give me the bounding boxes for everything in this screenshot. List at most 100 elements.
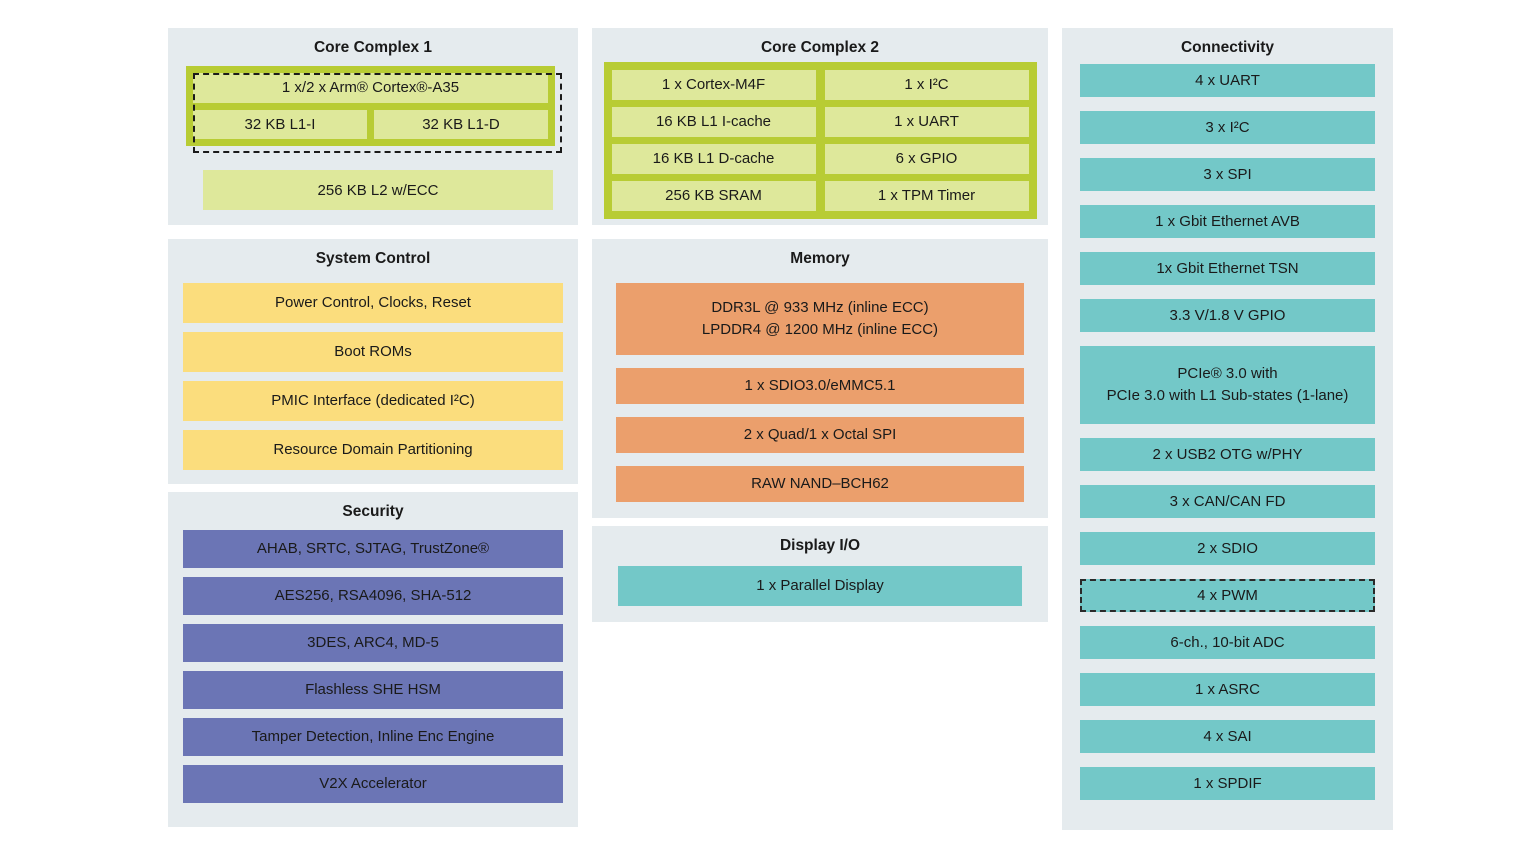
memory-bar: 1 x SDIO3.0/eMMC5.1: [616, 368, 1024, 404]
system-control-bar: Power Control, Clocks, Reset: [183, 283, 563, 323]
connectivity-bar: 1 x ASRC: [1080, 673, 1375, 706]
cpu-cell: 1 x/2 x Arm® Cortex®-A35: [193, 73, 548, 103]
display-io-title: Display I/O: [779, 537, 861, 554]
a35-core-cluster: 1 x/2 x Arm® Cortex®-A35 32 KB L1-I 32 K…: [186, 66, 562, 154]
bar-label: 1 x Cortex-M4F: [661, 76, 766, 94]
l1-cache-row: 32 KB L1-I 32 KB L1-D: [193, 109, 548, 139]
cc2-cell: 16 KB L1 D-cache: [611, 144, 816, 174]
bar-label: Resource Domain Partitioning: [273, 441, 473, 459]
security-bar: V2X Accelerator: [183, 765, 563, 803]
bar-label: 1 x UART: [894, 113, 959, 131]
cc2-cell: 1 x Cortex-M4F: [611, 70, 816, 100]
bar-label: V2X Accelerator: [319, 775, 427, 793]
connectivity-bar: 2 x SDIO: [1080, 532, 1375, 565]
core-complex-1-title: Core Complex 1: [313, 39, 432, 56]
bar-label: 1x Gbit Ethernet TSN: [1156, 259, 1299, 277]
bar-label: 4 x UART: [1195, 71, 1260, 89]
bar-label: 2 x SDIO: [1197, 539, 1258, 557]
bar-label: LPDDR4 @ 1200 MHz (inline ECC): [701, 321, 939, 338]
bar-label: RAW NAND–BCH62: [751, 475, 889, 493]
connectivity-bar: 4 x PWM: [1080, 579, 1375, 612]
connectivity-bar: 3 x SPI: [1080, 158, 1375, 191]
l1-icache-cell: 32 KB L1-I: [193, 109, 367, 139]
connectivity-bar: 1x Gbit Ethernet TSN: [1080, 252, 1375, 285]
connectivity-bar: 3 x I²C: [1080, 111, 1375, 144]
connectivity-bar: 6-ch., 10-bit ADC: [1080, 626, 1375, 659]
cc2-cell: 1 x TPM Timer: [824, 181, 1029, 211]
memory-title: Memory: [790, 250, 850, 267]
system-control-bar: Boot ROMs: [183, 332, 563, 372]
memory-bar: DDR3L @ 933 MHz (inline ECC) LPDDR4 @ 120…: [616, 283, 1024, 355]
system-control-bar: Resource Domain Partitioning: [183, 430, 563, 470]
cc2-cell: 1 x I²C: [824, 70, 1029, 100]
l2-cache-bar: 256 KB L2 w/ECC: [203, 170, 553, 210]
connectivity-bar: 3 x CAN/CAN FD: [1080, 485, 1375, 518]
cc2-cell: 256 KB SRAM: [611, 181, 816, 211]
bar-label: 3DES, ARC4, MD-5: [307, 634, 439, 652]
bar-label: 3 x I²C: [1205, 118, 1250, 136]
bar-label: PCIe® 3.0 with: [1177, 365, 1278, 383]
bar-label: 1 x Parallel Display: [756, 577, 884, 595]
bar-label: 4 x PWM: [1197, 586, 1258, 604]
cc2-cell: 6 x GPIO: [824, 144, 1029, 174]
bar-label: PCIe 3.0 with L1 Sub-states (1-lane): [1106, 387, 1349, 404]
bar-label: 4 x SAI: [1203, 727, 1252, 745]
security-bar: AHAB, SRTC, SJTAG, TrustZone®: [183, 530, 563, 568]
panel-security: Security AHAB, SRTC, SJTAG, TrustZone® AE…: [168, 492, 578, 827]
m4f-left-column: 1 x Cortex-M4F 16 KB L1 I-cache 16 KB L1 D…: [611, 70, 816, 211]
l1-dcache-cell: 32 KB L1-D: [374, 109, 548, 139]
bar-label: 1 x SPDIF: [1193, 774, 1262, 792]
bar-label: Flashless SHE HSM: [305, 681, 441, 699]
bar-label: 1 x Gbit Ethernet AVB: [1155, 212, 1300, 230]
memory-items: DDR3L @ 933 MHz (inline ECC) LPDDR4 @ 120…: [592, 283, 1048, 502]
bar-label: 6 x GPIO: [895, 150, 958, 168]
bar-label: 1 x TPM Timer: [877, 187, 976, 205]
security-bar: AES256, RSA4096, SHA-512: [183, 577, 563, 615]
core-complex-2-title: Core Complex 2: [760, 39, 879, 56]
panel-core-complex-1: Core Complex 1 1 x/2 x Arm® Cortex®-A35 …: [168, 28, 578, 225]
bar-label: AES256, RSA4096, SHA-512: [274, 587, 472, 605]
cc2-cell: 1 x UART: [824, 107, 1029, 137]
bar-label: 6-ch., 10-bit ADC: [1170, 633, 1285, 651]
cc2-cell: 16 KB L1 I-cache: [611, 107, 816, 137]
panel-system-control: System Control Power Control, Clocks, Re…: [168, 239, 578, 484]
connectivity-title: Connectivity: [1180, 39, 1274, 56]
m4f-core-block: 1 x Cortex-M4F 16 KB L1 I-cache 16 KB L1 D…: [603, 62, 1037, 219]
bar-label: 3.3 V/1.8 V GPIO: [1169, 306, 1286, 324]
bar-label: Power Control, Clocks, Reset: [275, 294, 471, 312]
bar-label: 1 x SDIO3.0/eMMC5.1: [744, 377, 896, 395]
connectivity-bar: 4 x UART: [1080, 64, 1375, 97]
bar-label: Tamper Detection, Inline Enc Engine: [251, 728, 495, 746]
panel-memory: Memory DDR3L @ 933 MHz (inline ECC) LPDDR…: [592, 239, 1048, 518]
bar-label: 2 x Quad/1 x Octal SPI: [743, 426, 897, 444]
bar-label: 3 x CAN/CAN FD: [1169, 492, 1286, 510]
panel-display-io: Display I/O 1 x Parallel Display: [592, 526, 1048, 622]
connectivity-bar: 1 x Gbit Ethernet AVB: [1080, 205, 1375, 238]
security-bar: Tamper Detection, Inline Enc Engine: [183, 718, 563, 756]
display-io-bar: 1 x Parallel Display: [618, 566, 1022, 606]
bar-label: DDR3L @ 933 MHz (inline ECC): [711, 299, 929, 317]
security-title: Security: [342, 503, 404, 520]
panel-connectivity: Connectivity 4 x UART 3 x I²C 3 x SPI 1 x G…: [1062, 28, 1393, 830]
connectivity-bar: 3.3 V/1.8 V GPIO: [1080, 299, 1375, 332]
bar-label: 16 KB L1 D-cache: [652, 150, 775, 168]
connectivity-bar: 4 x SAI: [1080, 720, 1375, 753]
bar-label: 3 x SPI: [1203, 165, 1252, 183]
bar-label: 1 x ASRC: [1194, 680, 1261, 698]
security-bar: Flashless SHE HSM: [183, 671, 563, 709]
m4f-right-column: 1 x I²C 1 x UART 6 x GPIO 1 x TPM Timer: [824, 70, 1029, 211]
panel-core-complex-2: Core Complex 2 1 x Cortex-M4F 16 KB L1 I-…: [592, 28, 1048, 225]
system-control-title: System Control: [315, 250, 431, 267]
connectivity-bar: 2 x USB2 OTG w/PHY: [1080, 438, 1375, 471]
bar-label: Boot ROMs: [334, 343, 412, 361]
security-items: AHAB, SRTC, SJTAG, TrustZone® AES256, RSA…: [168, 530, 578, 803]
a35-core-block: 1 x/2 x Arm® Cortex®-A35 32 KB L1-I 32 K…: [186, 66, 555, 146]
bar-label: 16 KB L1 I-cache: [655, 113, 772, 131]
bar-label: PMIC Interface (dedicated I²C): [271, 392, 475, 410]
connectivity-bar: 1 x SPDIF: [1080, 767, 1375, 800]
system-control-bar: PMIC Interface (dedicated I²C): [183, 381, 563, 421]
memory-bar: RAW NAND–BCH62: [616, 466, 1024, 502]
memory-bar: 2 x Quad/1 x Octal SPI: [616, 417, 1024, 453]
